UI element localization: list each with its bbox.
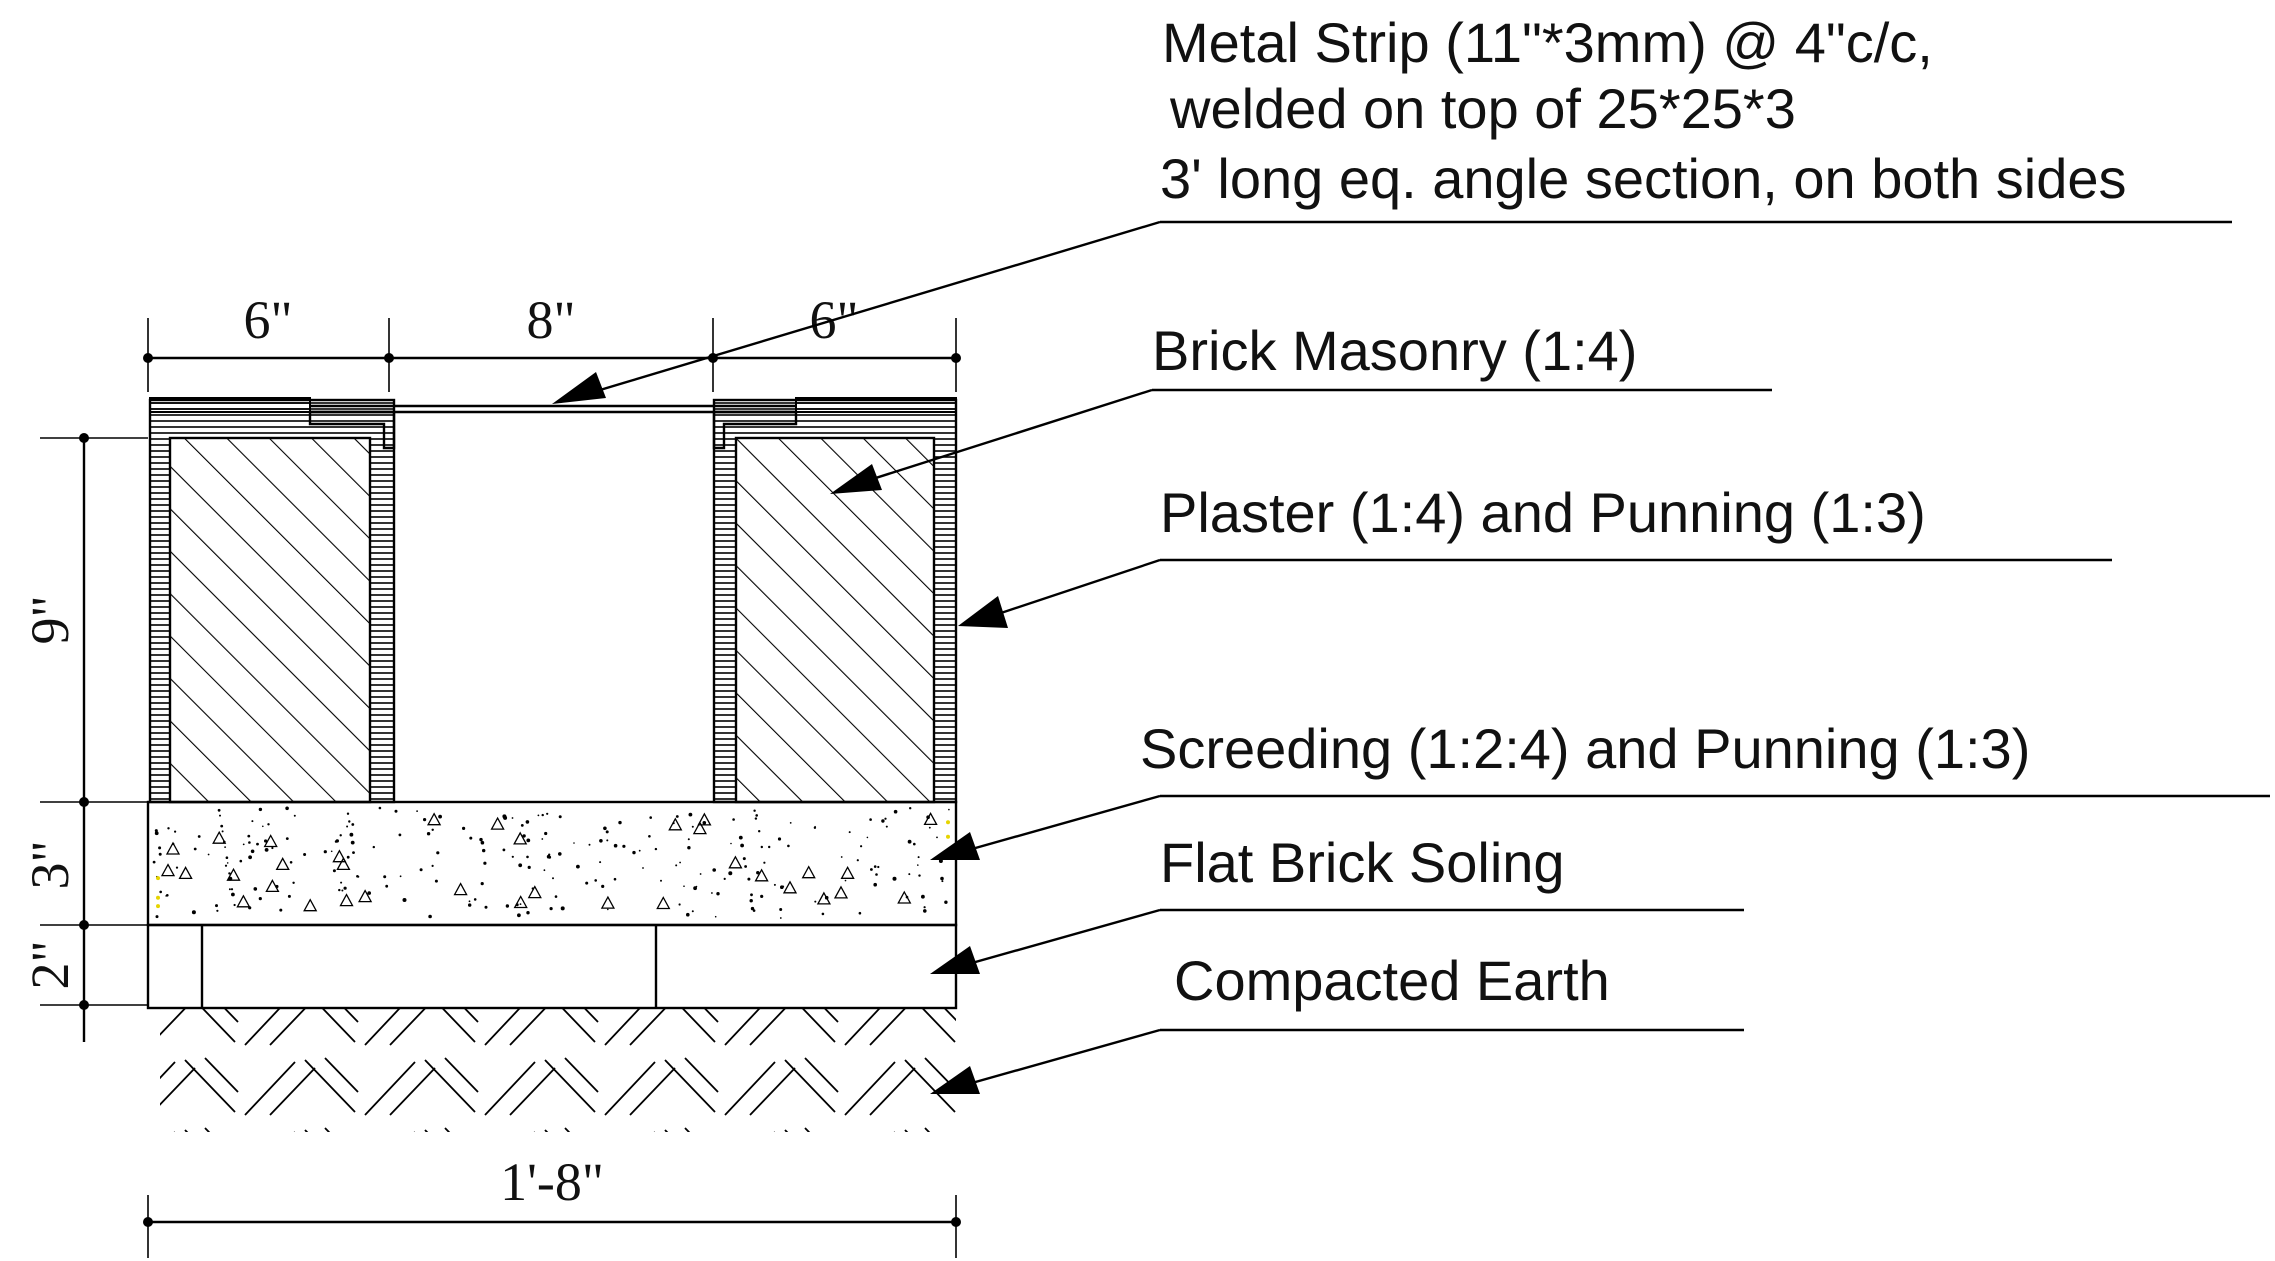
flat-brick-soling-text: Flat Brick Soling [1160, 831, 1565, 894]
top-dimension: 6" 8" 6" [143, 290, 961, 392]
bottom-dimension: 1'-8" [143, 1152, 961, 1258]
left-brick-masonry-hatch [168, 436, 372, 804]
dim-top-middle: 8" [526, 290, 575, 350]
metal-strip [149, 397, 957, 414]
metal-strip-line2: welded on top of 25*25*3 [1169, 77, 1796, 140]
metal-strip-line1: Metal Strip (11"*3mm) @ 4"c/c, [1162, 11, 1933, 74]
compacted-earth-text: Compacted Earth [1174, 949, 1610, 1012]
left-dimension: 9" 3" 2" [20, 433, 148, 1042]
label-flat-brick-soling: Flat Brick Soling [930, 831, 1744, 974]
screeding-layer [146, 800, 958, 927]
brick-masonry-arrow [830, 464, 882, 494]
metal-strip-line3: 3' long eq. angle section, on both sides [1160, 147, 2127, 210]
plaster-text: Plaster (1:4) and Punning (1:3) [1160, 481, 1926, 544]
label-plaster: Plaster (1:4) and Punning (1:3) [958, 481, 2112, 628]
label-compacted-earth: Compacted Earth [930, 949, 1744, 1094]
dim-height-screed: 3" [20, 840, 80, 889]
flat-brick-soling [146, 923, 958, 1010]
dim-height-wall: 9" [20, 595, 80, 644]
right-brick-masonry-hatch [734, 436, 936, 804]
screeding-arrow [930, 832, 980, 860]
right-wall [712, 398, 958, 804]
dim-bottom-total: 1'-8" [500, 1152, 604, 1212]
brick-masonry-text: Brick Masonry (1:4) [1152, 319, 1637, 382]
label-metal-strip: Metal Strip (11"*3mm) @ 4"c/c, welded on… [552, 11, 2232, 404]
metal-strip-arrow [552, 372, 606, 404]
screeding-text: Screeding (1:2:4) and Punning (1:3) [1140, 717, 2030, 780]
flat-brick-soling-arrow [930, 946, 980, 974]
dim-top-left: 6" [243, 290, 292, 350]
compacted-earth-hatch [160, 1008, 956, 1132]
plaster-arrow [958, 596, 1008, 628]
dim-height-soling: 2" [20, 940, 80, 989]
label-screeding: Screeding (1:2:4) and Punning (1:3) [930, 717, 2270, 860]
compacted-earth-arrow [930, 1066, 980, 1094]
label-brick-masonry: Brick Masonry (1:4) [830, 319, 1772, 494]
left-wall [148, 398, 396, 804]
